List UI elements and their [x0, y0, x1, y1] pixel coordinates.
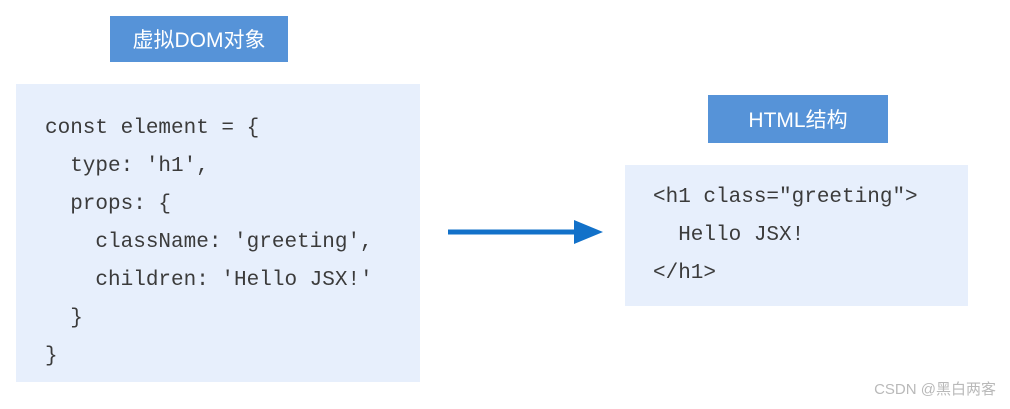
watermark: CSDN @黑白两客 — [874, 381, 996, 398]
virtual-dom-badge: 虚拟DOM对象 — [110, 16, 288, 62]
html-structure-code: <h1 class="greeting"> Hello JSX! </h1> — [653, 186, 918, 285]
virtual-dom-code: const element = { type: 'h1', props: { c… — [45, 117, 373, 368]
html-structure-code-box: <h1 class="greeting"> Hello JSX! </h1> — [625, 165, 968, 306]
html-structure-badge: HTML结构 — [708, 95, 888, 143]
transform-arrow-right-icon — [448, 220, 603, 244]
virtual-dom-code-box: const element = { type: 'h1', props: { c… — [16, 84, 420, 382]
html-structure-badge-label: HTML结构 — [748, 109, 848, 132]
virtual-dom-badge-label: 虚拟DOM对象 — [132, 29, 266, 52]
